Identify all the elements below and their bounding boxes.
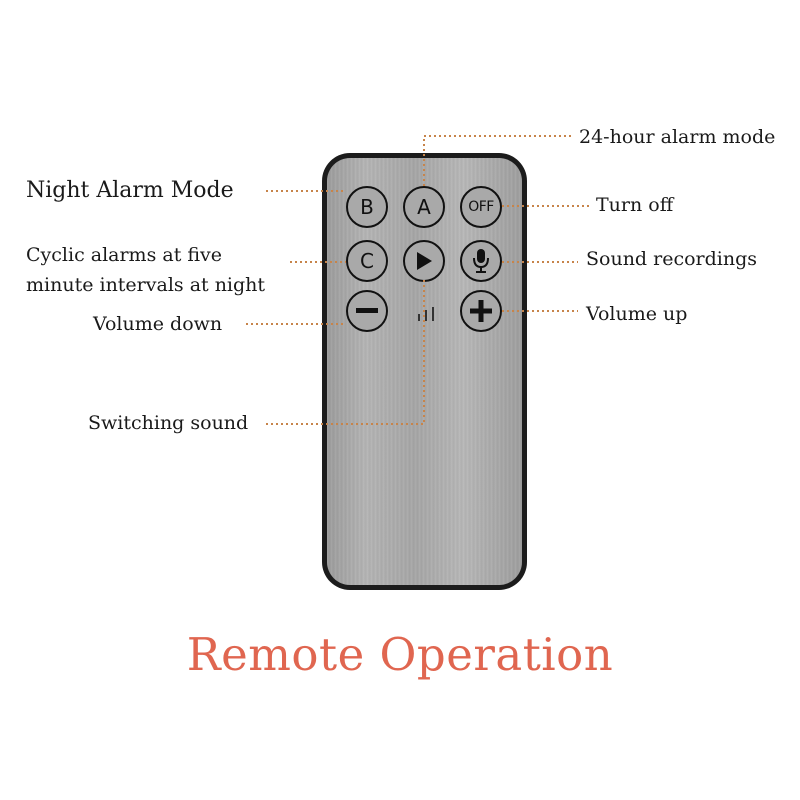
page-title: Remote Operation [186, 628, 614, 681]
button-record[interactable] [460, 240, 502, 282]
signal-bars-icon [416, 306, 436, 321]
label-24-hour-alarm-mode: 24-hour alarm mode [579, 126, 776, 148]
label-volume-down: Volume down [93, 313, 223, 335]
button-c[interactable]: C [346, 240, 388, 282]
label-night-alarm-mode: Night Alarm Mode [26, 178, 234, 203]
label-sound-recordings: Sound recordings [586, 248, 758, 270]
label-cyclic-line1: Cyclic alarms at five [26, 244, 223, 266]
label-turn-off: Turn off [596, 194, 674, 216]
button-b[interactable]: B [346, 186, 388, 228]
label-volume-up: Volume up [586, 303, 688, 325]
play-icon [417, 252, 432, 270]
minus-icon [356, 308, 378, 313]
button-play[interactable] [403, 240, 445, 282]
microphone-icon [473, 249, 489, 273]
button-off[interactable]: OFF [460, 186, 502, 228]
label-cyclic-line2: minute intervals at night [26, 274, 266, 296]
button-volume-down[interactable] [346, 290, 388, 332]
button-a[interactable]: A [403, 186, 445, 228]
button-volume-up[interactable] [460, 290, 502, 332]
plus-icon [470, 300, 492, 322]
label-switching-sound: Switching sound [88, 412, 249, 434]
